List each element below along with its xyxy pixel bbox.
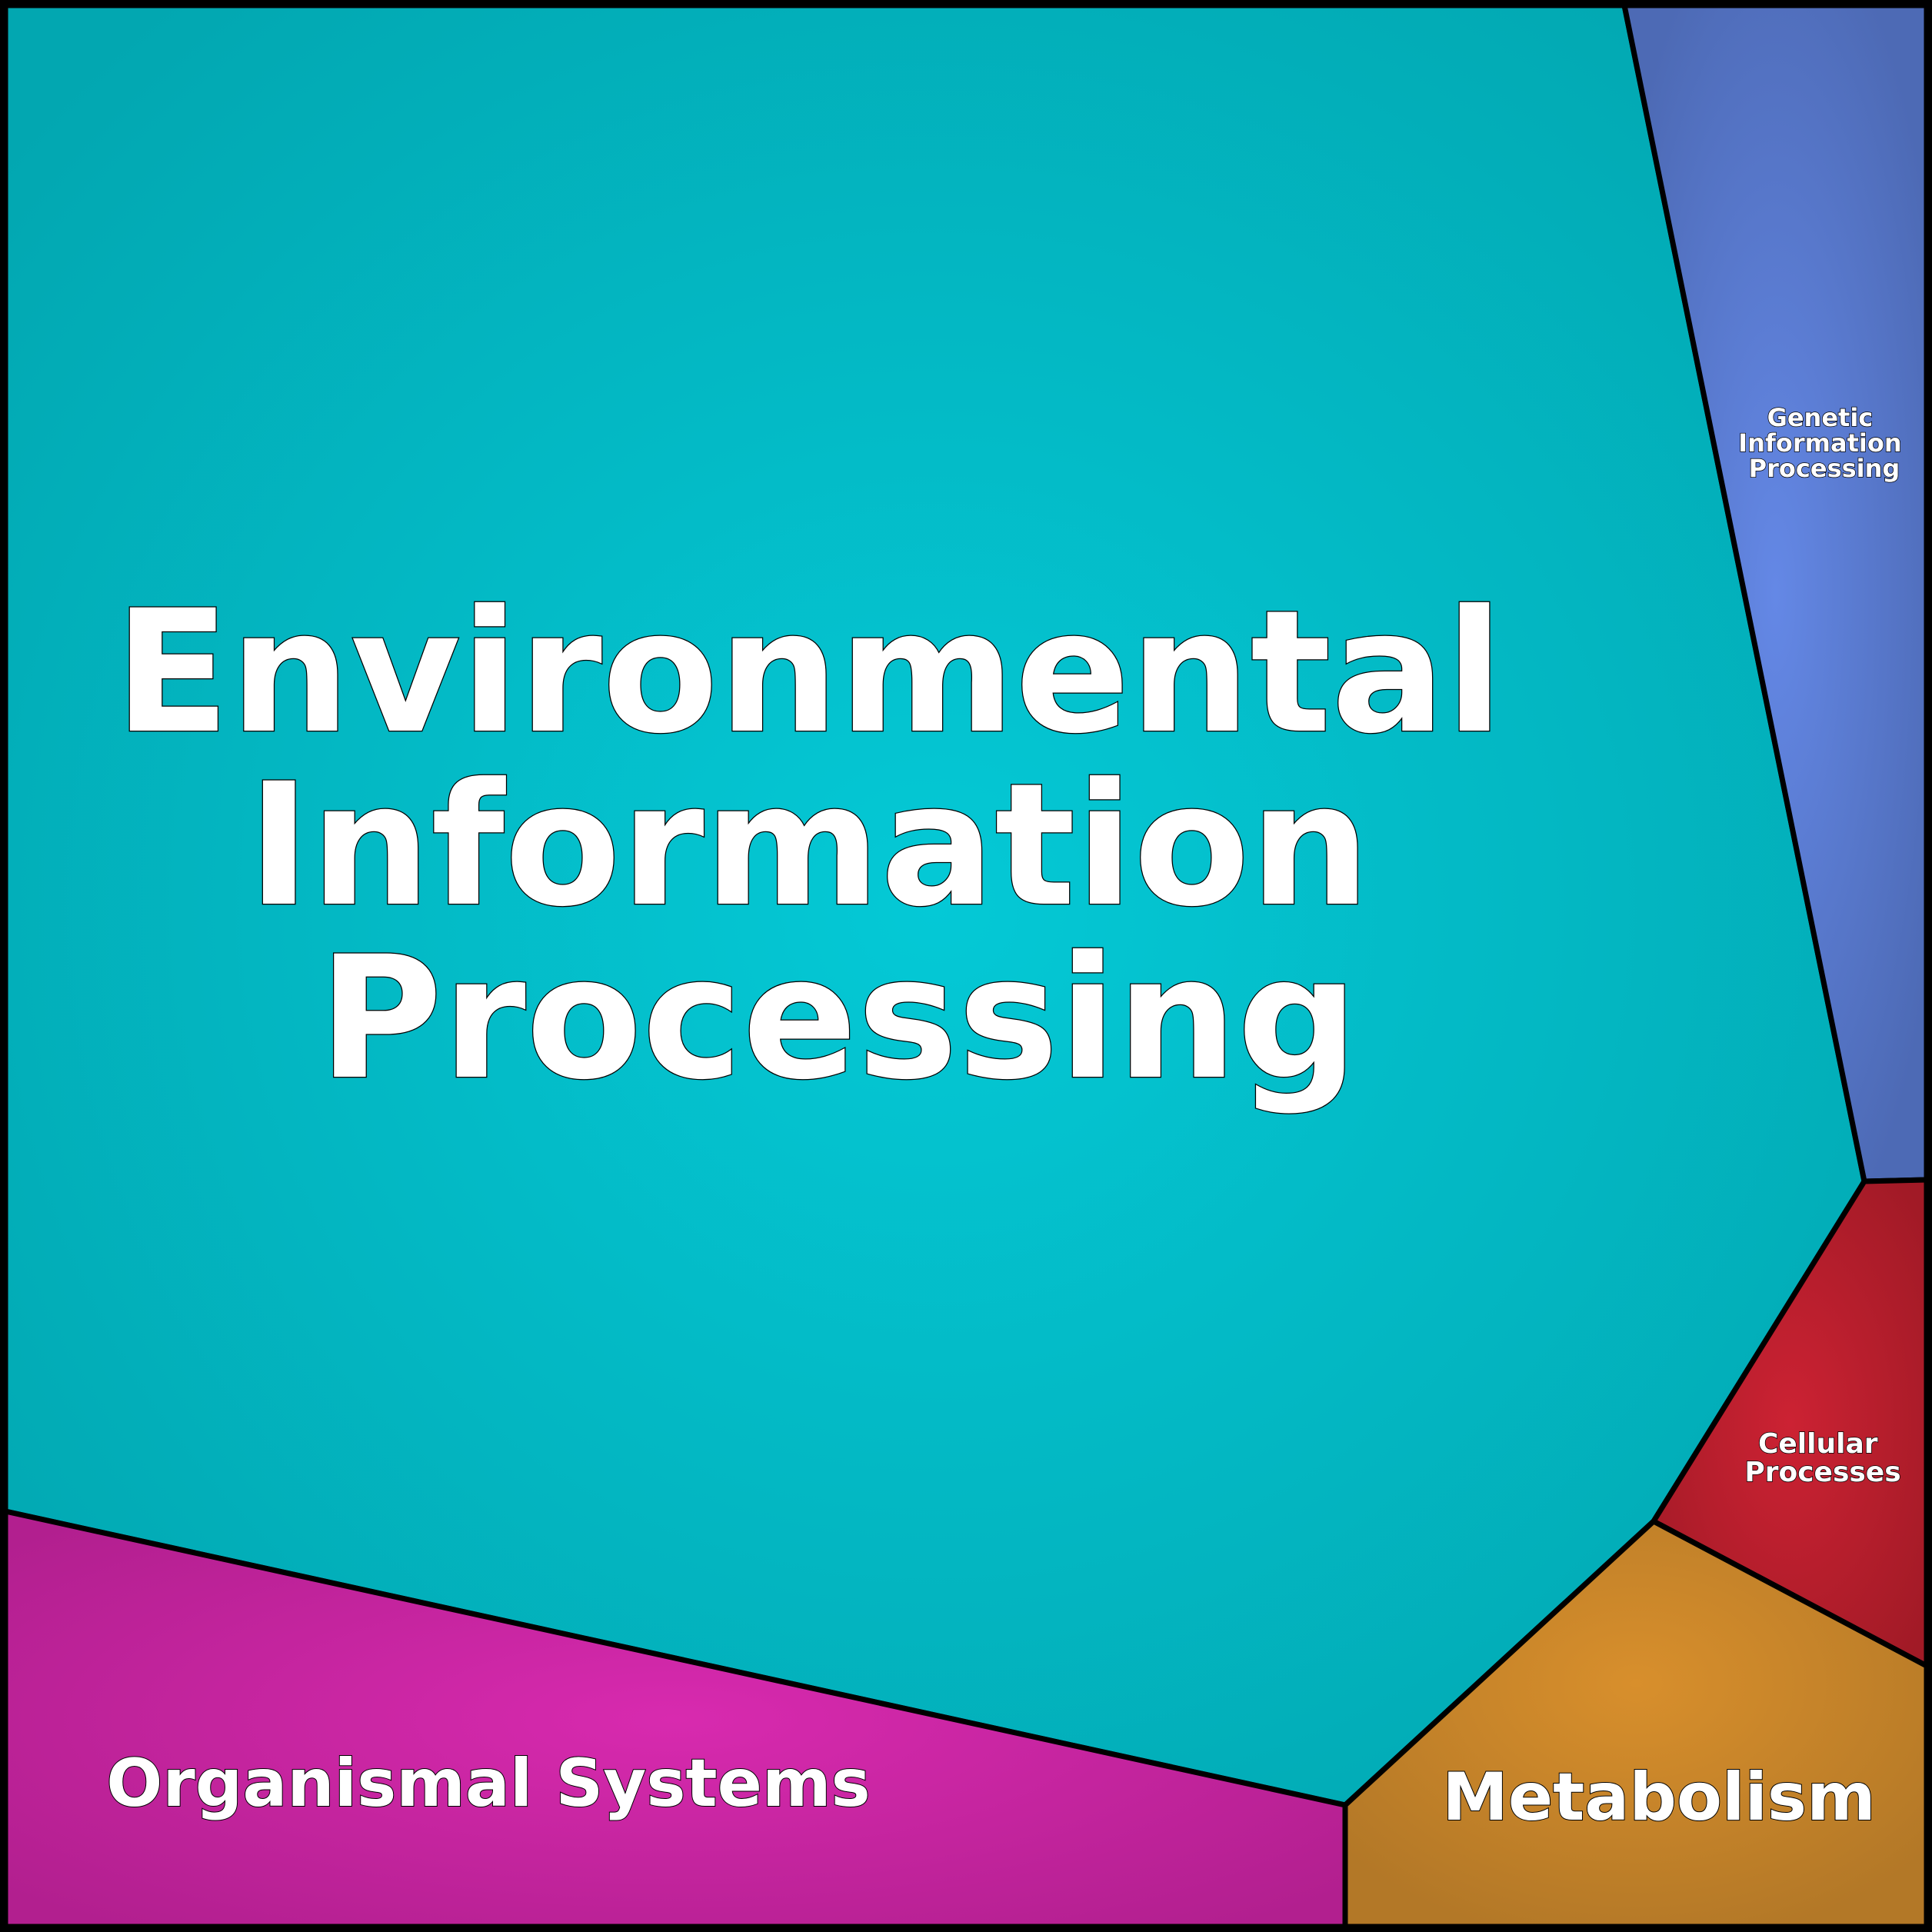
label-environmental-information-processing: Environmental Information Processing <box>115 574 1563 1117</box>
label-cellular-processes: Cellular Processes <box>1744 1428 1900 1488</box>
label-organismal-systems: Organismal Systems <box>106 1745 871 1822</box>
label-genetic-information-processing: Genetic Information Processing <box>1738 403 1910 483</box>
label-metabolism: Metabolism <box>1442 1759 1875 1836</box>
